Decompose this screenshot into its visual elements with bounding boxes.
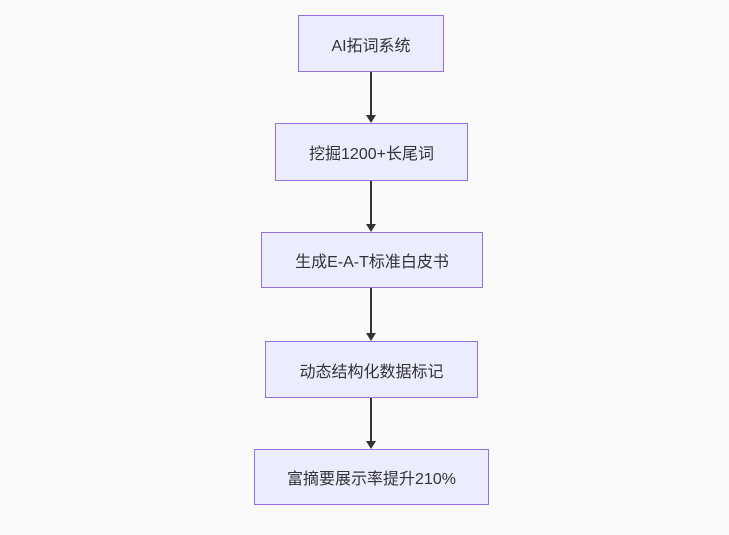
arrow-down-connector	[366, 398, 376, 449]
flow-node-label: 富摘要展示率提升210%	[287, 471, 456, 488]
flow-node-label: AI拓词系统	[331, 37, 411, 55]
flow-node-structured-data-markup: 动态结构化数据标记	[265, 341, 478, 398]
flow-node-longtail-mining: 挖掘1200+长尾词	[275, 123, 468, 181]
arrow-down-connector	[366, 181, 376, 232]
flow-node-label: 生成E-A-T标准白皮书	[295, 254, 449, 271]
arrow-down-connector	[366, 72, 376, 123]
flow-node-label: 动态结构化数据标记	[299, 363, 444, 381]
flow-node-ai-keyword-system: AI拓词系统	[298, 15, 444, 72]
arrow-down-connector	[366, 288, 376, 341]
flow-node-rich-snippet-result: 富摘要展示率提升210%	[254, 449, 489, 505]
flow-node-label: 挖掘1200+长尾词	[309, 146, 434, 163]
flow-node-eat-whitepaper: 生成E-A-T标准白皮书	[261, 232, 483, 288]
